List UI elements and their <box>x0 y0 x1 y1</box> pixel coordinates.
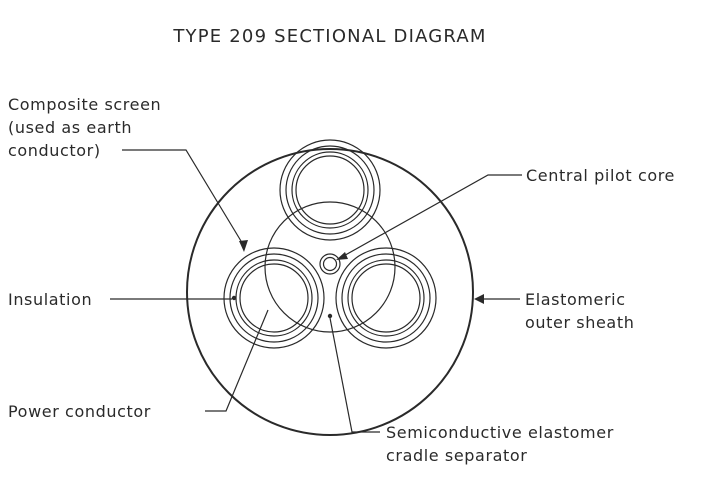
leader-cradle-separator <box>329 317 380 433</box>
label-composite-screen-line3: conductor) <box>8 141 101 160</box>
leader-composite-screen <box>122 149 245 247</box>
label-outer-sheath: Elastomeric outer sheath <box>525 290 634 332</box>
conductor-left <box>223 247 325 349</box>
insulation-dot <box>231 295 237 301</box>
label-outer-sheath-line2: outer sheath <box>525 313 634 332</box>
label-outer-sheath-line1: Elastomeric <box>525 290 626 309</box>
arrow-central-pilot-core <box>336 252 348 260</box>
conductor-top <box>279 139 381 241</box>
leader-central-pilot-core <box>339 174 522 259</box>
central-pilot-core <box>319 253 341 275</box>
label-power-conductor: Power conductor <box>8 402 151 421</box>
outer-sheath <box>186 148 474 436</box>
label-central-pilot-core: Central pilot core <box>526 166 675 185</box>
label-composite-screen: Composite screen (used as earth conducto… <box>8 95 167 160</box>
label-cradle-separator: Semiconductive elastomer cradle separato… <box>386 423 620 465</box>
label-cradle-separator-line1: Semiconductive elastomer <box>386 423 614 442</box>
arrow-outer-sheath <box>474 294 484 304</box>
conductor-right <box>335 247 437 349</box>
label-cradle-separator-line2: cradle separator <box>386 446 527 465</box>
arrow-composite-screen <box>239 240 248 252</box>
diagram-title: TYPE 209 SECTIONAL DIAGRAM <box>172 26 486 47</box>
label-composite-screen-line1: Composite screen <box>8 95 161 114</box>
label-composite-screen-line2: (used as earth <box>8 118 132 137</box>
cradle-separator <box>264 201 396 333</box>
cradle-dot <box>327 313 333 319</box>
leader-power-conductor <box>205 309 269 412</box>
label-insulation: Insulation <box>8 290 92 309</box>
